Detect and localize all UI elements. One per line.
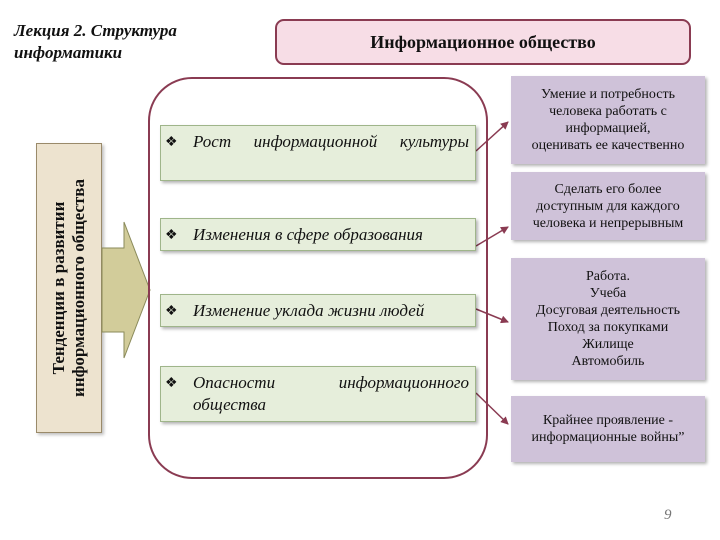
trend-box: ❖ Рост информационной культуры (160, 125, 476, 181)
bullet-icon: ❖ (165, 228, 178, 243)
side-label-box: Тенденции в развитии информационного общ… (36, 143, 102, 433)
bullet-icon: ❖ (165, 135, 178, 150)
detail-text: Работа. Учеба Досуговая деятельность Пох… (536, 269, 680, 369)
detail-text: Крайнее проявление - информационные войн… (531, 413, 685, 445)
bullet-icon: ❖ (165, 376, 178, 391)
detail-box: Крайнее проявление - информационные войн… (511, 396, 705, 462)
detail-box: Сделать его более доступным для каждого … (511, 172, 705, 240)
trend-label: Рост информационной культуры (193, 132, 469, 151)
trend-box: ❖ Опасности информационного общества (160, 366, 476, 422)
header-title-box: Информационное общество (275, 19, 691, 65)
trends-frame (148, 77, 488, 479)
big-arrow (101, 221, 151, 359)
header-title: Информационное общество (370, 31, 596, 52)
page-number: 9 (664, 507, 672, 523)
trend-box: ❖ Изменение уклада жизни людей (160, 294, 476, 327)
connector-4 (475, 392, 509, 425)
connector-1 (475, 121, 509, 152)
trend-label: Изменения в сфере образования (193, 225, 423, 244)
detail-box: Работа. Учеба Досуговая деятельность Пох… (511, 258, 705, 380)
detail-text: Сделать его более доступным для каждого … (532, 181, 684, 231)
detail-box: Умение и потребность человека работать с… (511, 76, 705, 164)
connector-3 (475, 308, 509, 324)
detail-text: Умение и потребность человека работать с… (531, 87, 685, 153)
trend-box: ❖ Изменения в сфере образования (160, 218, 476, 251)
lecture-title: Лекция 2. Структура информатики (14, 21, 177, 62)
connector-2 (475, 226, 509, 247)
trend-label: Изменение уклада жизни людей (193, 301, 425, 320)
bullet-icon: ❖ (165, 304, 178, 319)
trend-label: Опасности информационного общества (193, 373, 469, 414)
